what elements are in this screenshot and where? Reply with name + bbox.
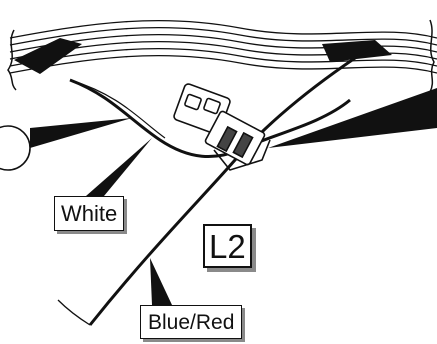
ribbon-left-end xyxy=(7,29,17,91)
blue-red-wire xyxy=(88,43,376,326)
op-circle xyxy=(0,125,31,171)
connector-pointer xyxy=(268,88,437,148)
blue-red-wire-label: Blue/Red xyxy=(140,305,243,339)
ribbon-clamp-left xyxy=(14,38,82,74)
l2-connector xyxy=(173,83,271,171)
white-wire-inner xyxy=(69,79,166,139)
white-pointer xyxy=(86,138,152,196)
white-wire xyxy=(69,78,351,159)
blue-red-wire-end xyxy=(57,299,91,326)
white-wire-label: White xyxy=(54,196,125,231)
ribbon-clamp-right xyxy=(322,40,392,62)
ribbon-right-end xyxy=(429,19,435,93)
blue-red-pointer xyxy=(150,258,172,305)
connector-l2-label: L2 xyxy=(203,224,252,268)
ribbon-cable xyxy=(9,19,437,74)
op-pointer xyxy=(30,118,132,148)
